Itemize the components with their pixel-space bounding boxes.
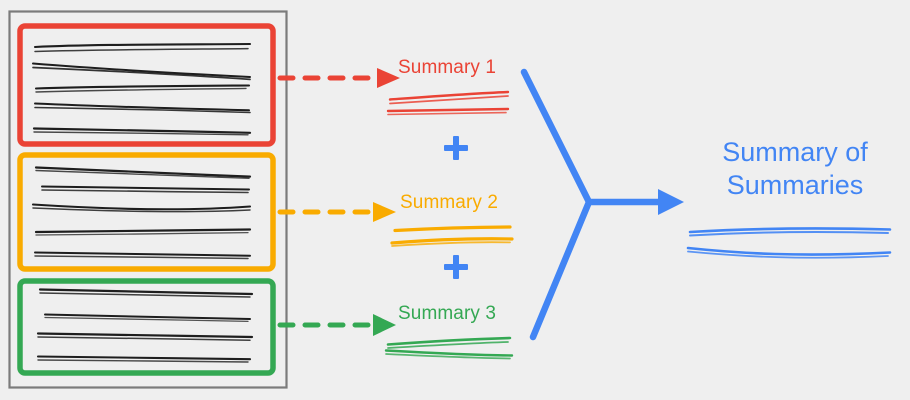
merge-arrow (520, 68, 665, 341)
document-red-text-lines (32, 42, 252, 136)
arrow-amber-dashed (277, 202, 396, 222)
document-box-red[interactable] (17, 23, 276, 147)
arrow-red-dashed (277, 68, 400, 88)
plus-icon-2 (444, 255, 468, 279)
merge-arrow-head (658, 189, 684, 215)
final-output-title: Summary of Summaries (700, 136, 890, 202)
summary-3-underlines (384, 336, 514, 360)
document-box-amber[interactable] (17, 152, 276, 272)
summary-1-label: Summary 1 (398, 57, 497, 78)
document-collection-border (8, 10, 288, 389)
summary-2-underlines (390, 225, 514, 247)
plus-icon-1 (444, 136, 468, 160)
summary-3-label: Summary 3 (398, 303, 497, 324)
document-amber-text-lines (31, 166, 252, 260)
document-green-text-lines (36, 288, 254, 363)
final-output-title-line-1: Summary of (722, 137, 868, 167)
summary-2-label: Summary 2 (400, 192, 499, 213)
final-output-title-line-2: Summaries (726, 169, 864, 200)
summary-1-underlines (386, 90, 510, 116)
final-output-underlines (686, 227, 892, 259)
arrow-green-dashed (277, 314, 396, 336)
document-box-green[interactable] (17, 278, 276, 376)
